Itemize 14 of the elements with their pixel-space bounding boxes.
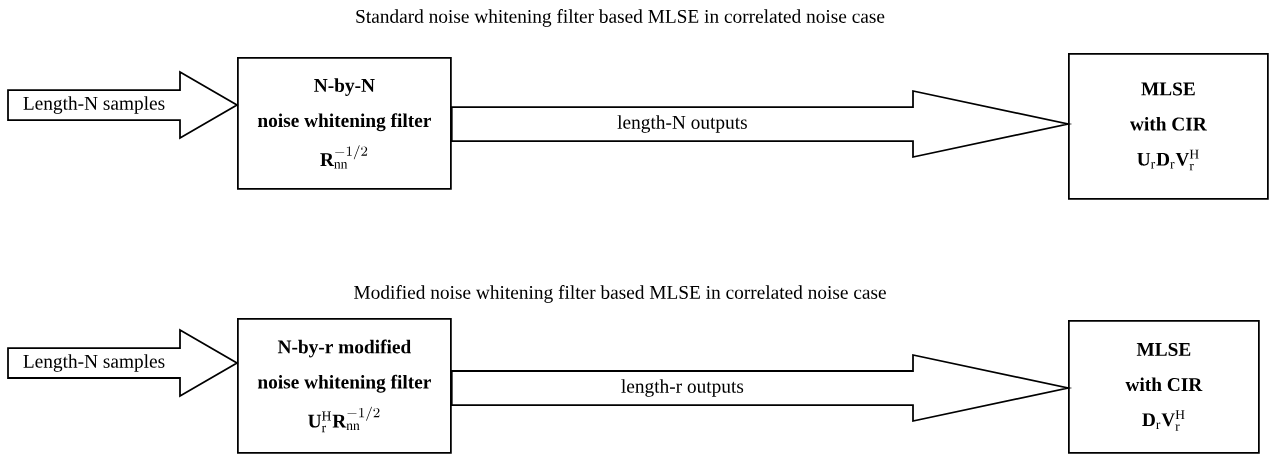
panel-title: Standard noise whitening filter based MLSE in correlated noise case bbox=[356, 9, 885, 27]
block-arrow bbox=[7, 70, 239, 140]
edge-label: Length-N samples bbox=[21, 94, 167, 116]
process-box: MLSE with CIR $\mathbf{U}_{\mathrm{r}}\mathbf{D}_{\mathrm{r}}\mathbf{V}_{\mathrm{r}}^{\mathrm{H}}$ bbox=[1068, 53, 1269, 200]
edge-label: Length-N samples bbox=[21, 352, 167, 374]
process-box: MLSE with CIR $\mathbf{D}_{\mathrm{r}}\mathbf{V}_{\mathrm{r}}^{\mathrm{H}}$ bbox=[1068, 320, 1260, 454]
panel-title: Modified noise whitening filter based MLSE in correlated noise case bbox=[354, 285, 886, 303]
block-arrow bbox=[450, 353, 1073, 423]
process-box: N-by-N noise whitening filter $\mathbf{R}_{\mathrm{nn}}^{-1/2}$ bbox=[237, 57, 452, 190]
block-arrow bbox=[450, 89, 1073, 159]
process-box: N-by-r modified noise whitening filter $\mathbf{U}_{\mathrm{r}}^{\mathrm{H}}\mathbf{R}_{\mathrm{nn}}^{-1/2}$ bbox=[237, 318, 452, 454]
edge-label: length-r outputs bbox=[619, 377, 746, 399]
edge-label: length-N outputs bbox=[615, 113, 750, 135]
block-arrow bbox=[7, 328, 239, 398]
